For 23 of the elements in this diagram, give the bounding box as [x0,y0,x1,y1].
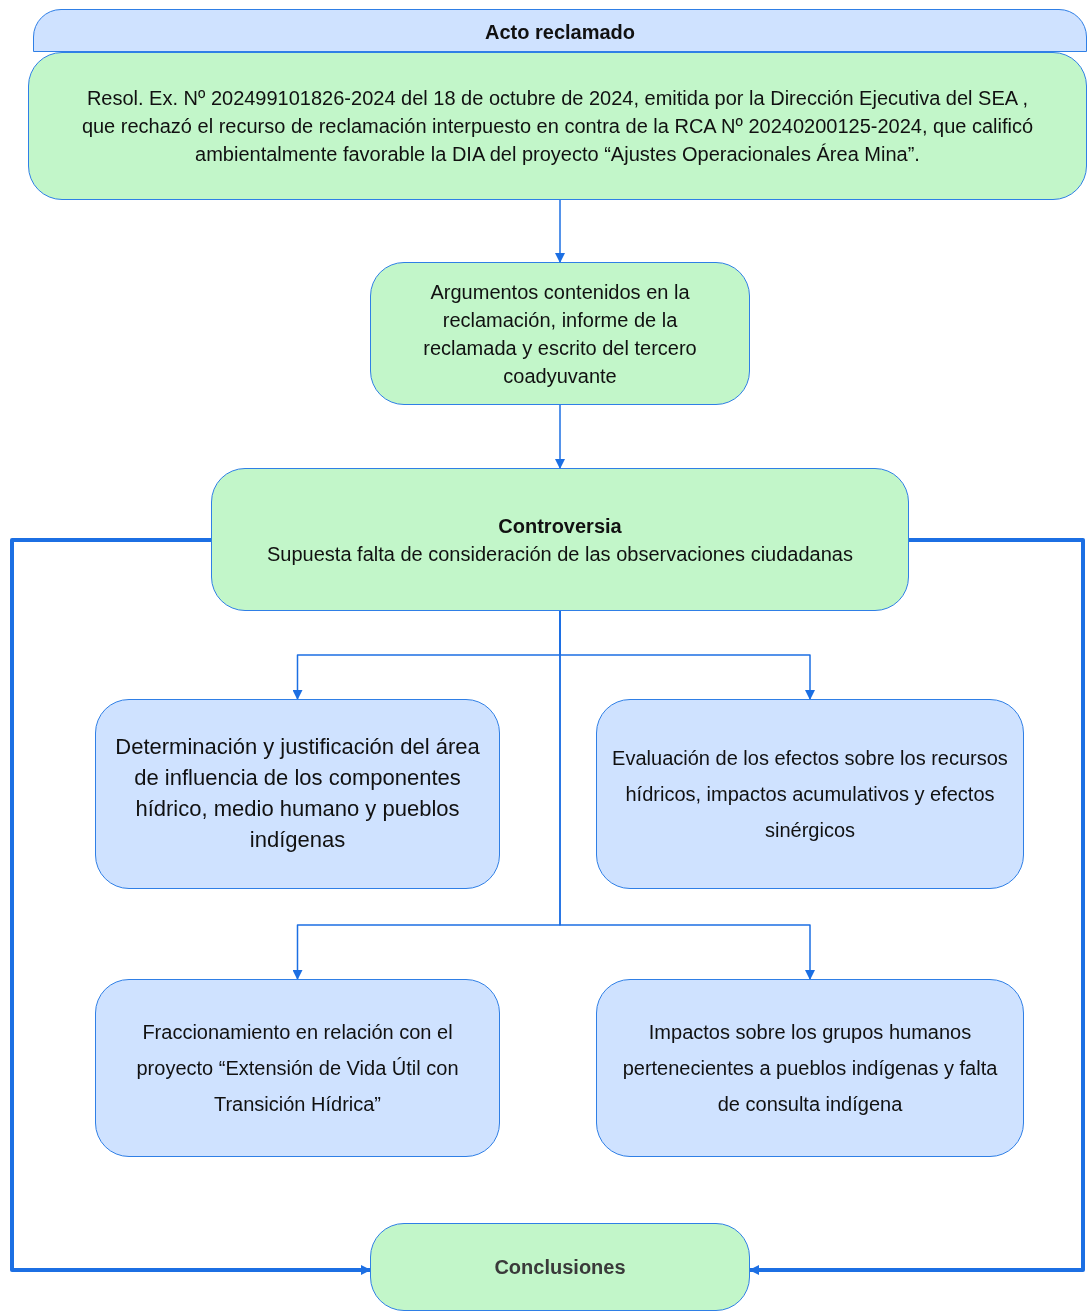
process-box [211,468,909,611]
process-box [370,262,750,405]
arrow [10,538,371,1275]
arrow [555,404,565,469]
arrow [749,538,1085,1275]
heading-text: Conclusiones [494,1255,626,1280]
heading-text: Acto reclamado [484,20,636,45]
arrow [555,199,565,263]
process-box [95,979,500,1157]
node-text: Supuesta falta de consideración de las observaciones ciudadanas [267,541,853,567]
heading-text: Controversia [498,513,622,539]
process-box [370,1223,750,1311]
node-text: Impactos sobre los grupos humanos pertenecientes a pueblos indígenas y falta de consulta indígena [621,1020,999,1117]
node-text: Evaluación de los efectos sobre los recursos hídricos, impactos acumulativos y efectos sinérgicos [611,746,1009,843]
node-text: Resol. Ex. Nº 202499101826-2024 del 18 de octubre de 2024, emitida por la Dirección Ejecutiva del SEA , que rechazó el recurso de reclamación interpuesto en contra de la RCA Nº 20240200125-2024, que calificó ambientalmente favorable la DIA del proyecto “Ajustes Operacionales Área Mina”. [80,86,1035,167]
process-box [596,699,1024,889]
process-box [28,52,1087,200]
node-text: Fraccionamiento en relación con el proyecto “Extensión de Vida Útil con Transición Hídrica” [135,1020,460,1117]
process-box [596,979,1024,1157]
process-box [95,699,500,889]
header-band [33,9,1087,52]
node-text: Determinación y justificación del área de influencia de los componentes hídrico, medio humano y pueblos indígenas [114,733,481,854]
node-text: Argumentos contenidos en la reclamación, informe de la reclamada y escrito del tercero coadyuvante [422,279,698,389]
